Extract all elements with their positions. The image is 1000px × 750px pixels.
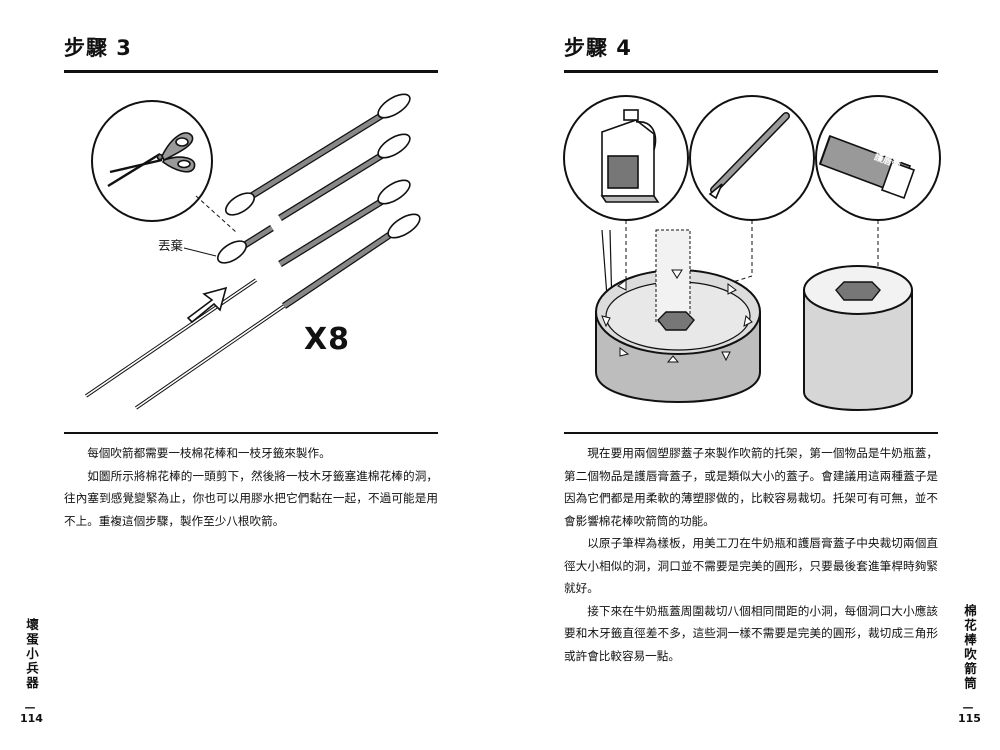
utility-knife-circle	[690, 96, 814, 220]
step-3-bottom-rule	[64, 432, 438, 434]
page-number-left: — 114	[20, 704, 40, 725]
lip-balm-cap-holder	[804, 266, 912, 410]
octagon-hole	[836, 282, 880, 300]
book-section-label: 壞蛋小兵器	[22, 618, 41, 691]
paragraph: 以原子筆桿為樣板，用美工刀在牛奶瓶和護唇膏蓋子中央裁切兩個直徑大小相似的洞，洞口…	[564, 532, 938, 600]
octagon-hole	[658, 312, 694, 330]
cotton-swab-3	[280, 176, 414, 264]
callout-leader	[184, 248, 216, 256]
left-page: 步驟 3	[0, 0, 500, 750]
right-page: 步驟 4	[500, 0, 1000, 750]
page-number-value: 114	[20, 712, 43, 725]
step-4-body: 現在要用兩個塑膠蓋子來製作吹箭的托架，第一個物品是牛奶瓶蓋，第二個物品是護唇膏蓋…	[564, 442, 938, 667]
discarded-swab-tip	[214, 228, 272, 267]
step-3-top-rule	[64, 70, 438, 73]
paragraph: 接下來在牛奶瓶蓋周圍裁切八個相同間距的小洞，每個洞口大小應該要和木牙籤直徑差不多…	[564, 600, 938, 668]
cotton-swab-2	[280, 130, 414, 218]
book-section-label: 棉花棒吹箭筒	[960, 604, 979, 691]
paragraph: 每個吹箭都需要一枝棉花棒和一枝牙籤來製作。	[64, 442, 438, 465]
paragraph: 現在要用兩個塑膠蓋子來製作吹箭的托架，第一個物品是牛奶瓶蓋，第二個物品是護唇膏蓋…	[564, 442, 938, 532]
step-3-body: 每個吹箭都需要一枝棉花棒和一枝牙籤來製作。 如圖所示將棉花棒的一頭剪下，然後將一…	[64, 442, 438, 532]
step-4-top-rule	[564, 70, 938, 73]
step-4-bottom-rule	[564, 432, 938, 434]
toothpick	[86, 280, 256, 396]
step-4-illustration	[562, 90, 942, 420]
step-3-illustration	[64, 78, 440, 428]
step-4-title: 步驟 4	[564, 32, 632, 62]
step-3-title: 步驟 3	[64, 32, 132, 62]
discard-callout: 丟棄	[158, 235, 183, 254]
page-number-value: 115	[958, 712, 981, 725]
milk-cap-holder	[596, 230, 760, 402]
page-number-right: — 115	[958, 704, 978, 725]
quantity-multiplier: X8	[304, 322, 350, 357]
insert-arrow-icon	[188, 288, 226, 322]
paragraph: 如圖所示將棉花棒的一頭剪下，然後將一枝木牙籤塞進棉花棒的洞，往內塞到感覺變緊為止…	[64, 465, 438, 533]
